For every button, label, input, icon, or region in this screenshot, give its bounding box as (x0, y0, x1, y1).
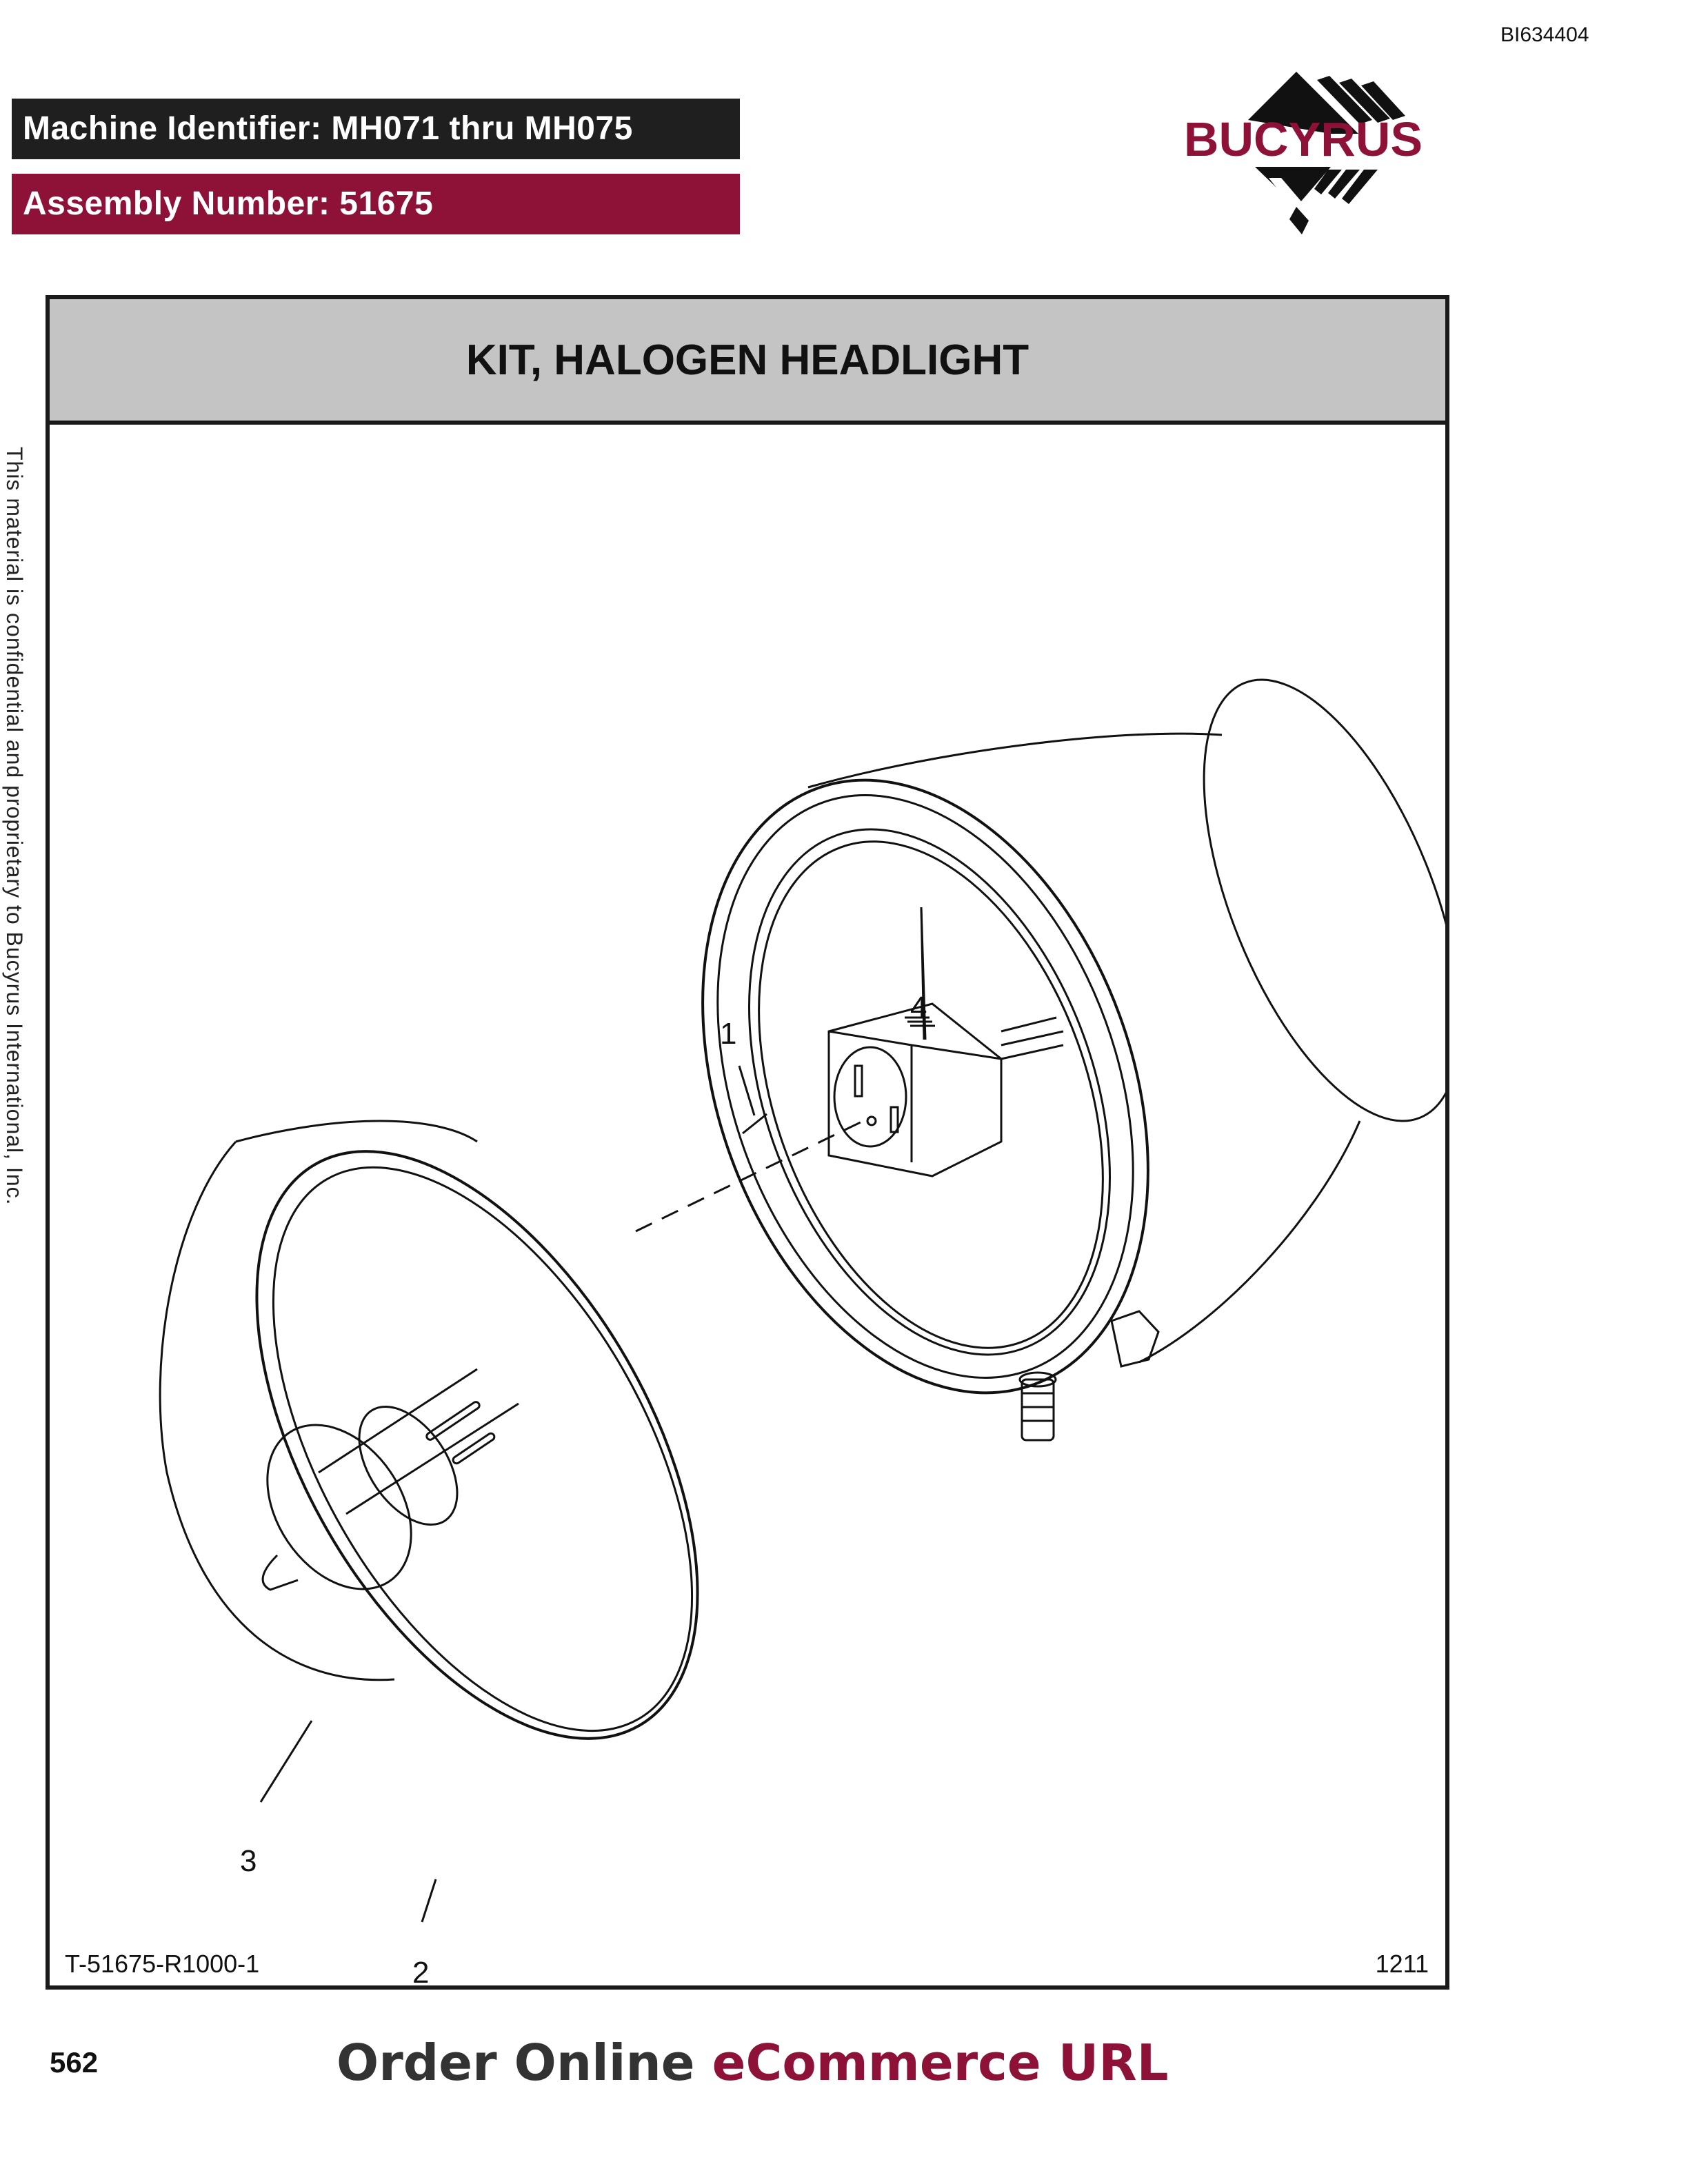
document-id: BI634404 (1500, 23, 1589, 46)
callout-4: 4 (910, 991, 927, 1024)
leader-3-line (259, 1720, 313, 1803)
machine-identifier-bar: Machine Identifier: MH071 thru MH075 (12, 99, 740, 159)
leader-2-line (421, 1879, 437, 1923)
leader-1 (742, 1113, 767, 1135)
callout-3: 3 (240, 1844, 257, 1878)
callout-2: 2 (412, 1956, 429, 1990)
confidentiality-note: This material is confidential and propri… (2, 447, 27, 1206)
bucyrus-logo: BUCYRUS (1184, 72, 1423, 234)
halogen-bulb (261, 1368, 519, 1591)
illustration-frame: KIT, HALOGEN HEADLIGHT (46, 295, 1449, 1990)
order-online-link[interactable]: Order Online eCommerce URL (336, 2034, 1169, 2092)
date-code: 1211 (1375, 1950, 1429, 1978)
logo-pyramid (1248, 72, 1358, 134)
page-number: 562 (50, 2046, 99, 2079)
assembly-centerline (635, 1120, 864, 1233)
order-online-text: Order Online (336, 2034, 712, 2092)
ecommerce-url-text: eCommerce URL (712, 2034, 1169, 2092)
title-band: KIT, HALOGEN HEADLIGHT (50, 299, 1445, 425)
callout-1: 1 (720, 1017, 736, 1051)
leader-4-line-b (920, 907, 927, 1040)
assembly-number-bar: Assembly Number: 51675 (12, 174, 740, 234)
connector-socket (827, 1002, 1064, 1177)
leader-1-line (738, 1065, 756, 1116)
headlight-housing (701, 678, 1445, 1442)
logo-text: BUCYRUS (1184, 112, 1423, 166)
headlight-exploded-drawing: 1 4 3 2 (159, 678, 1445, 1990)
panel-title: KIT, HALOGEN HEADLIGHT (465, 336, 1029, 384)
headlight-reflector (159, 1120, 699, 1740)
drawing-reference: T-51675-R1000-1 (65, 1950, 260, 1978)
